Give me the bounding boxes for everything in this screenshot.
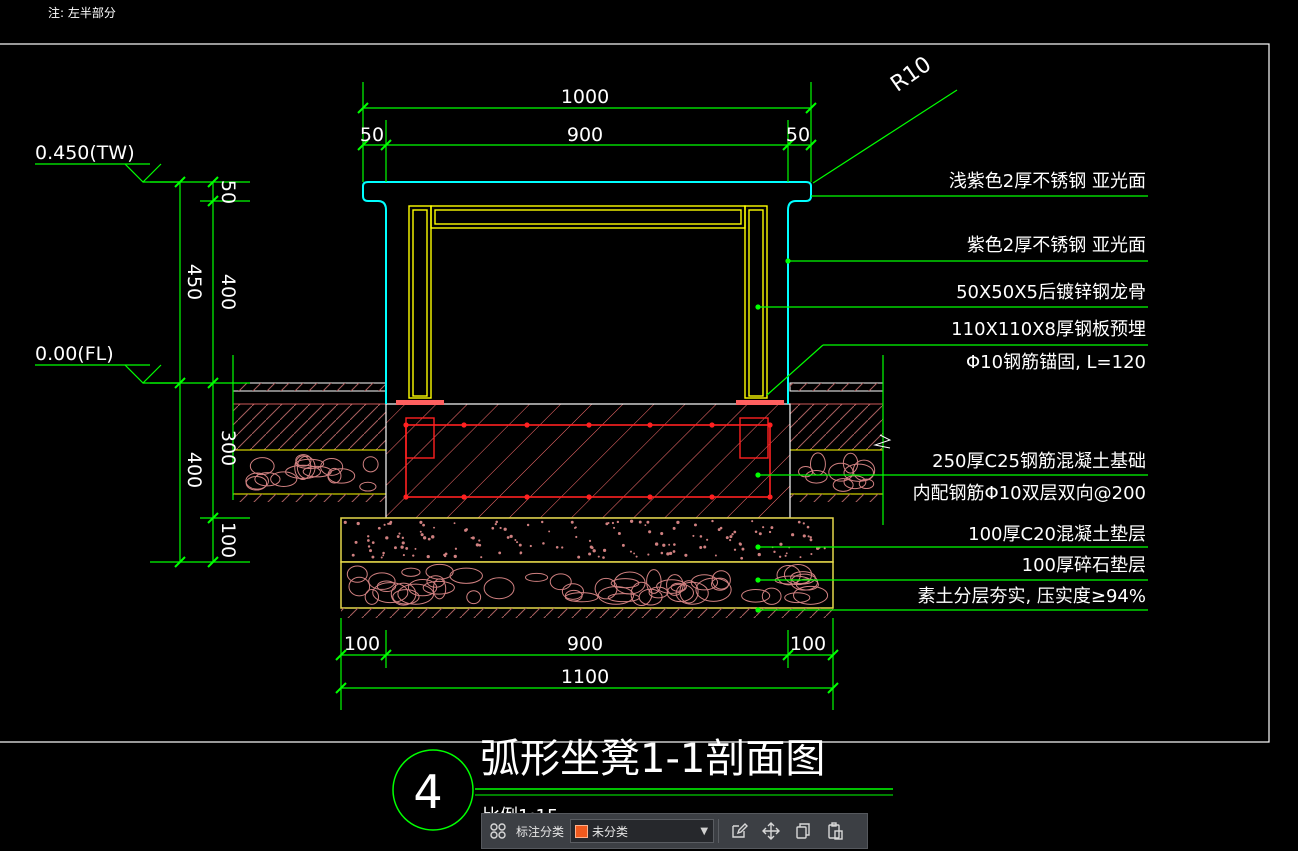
callout-soil: 素土分层夯实, 压实度≥94%	[917, 586, 1146, 607]
copy-icon[interactable]	[787, 814, 819, 848]
paste-icon[interactable]	[819, 814, 851, 848]
toolbar-divider	[718, 819, 720, 843]
embed-plates	[396, 400, 784, 405]
annotation-toolbar: 标注分类 未分类 ▼	[481, 813, 868, 849]
category-color-swatch	[575, 824, 589, 838]
gravel-stones	[346, 563, 829, 607]
dim-left-mid: 400	[217, 274, 239, 310]
category-selected: 未分类	[592, 824, 629, 839]
dim-top-left: 50	[360, 124, 384, 146]
dim-top-total: 1000	[561, 86, 609, 108]
callout-footing: 250厚C25钢筋混凝土基础	[932, 451, 1146, 472]
title-text: 弧形坐凳1-1剖面图	[480, 736, 825, 782]
dim-left-300: 300	[217, 430, 239, 466]
callout-purple-steel: 紫色2厚不锈钢 亚光面	[967, 235, 1146, 256]
toolbar-label: 标注分类	[516, 824, 565, 839]
dim-bot-total: 1100	[561, 666, 609, 688]
grid-icon[interactable]	[482, 814, 514, 848]
rebar-cage	[403, 417, 773, 500]
title-number: 4	[413, 765, 442, 819]
callout-steel-keel: 50X50X5后镀锌钢龙骨	[956, 282, 1146, 303]
gravel-left	[245, 454, 379, 492]
callout-embed-plate: 110X110X8厚钢板预埋	[951, 319, 1146, 340]
edit-icon[interactable]	[723, 814, 755, 848]
dim-bot-left: 100	[344, 633, 380, 655]
callout-light-purple-steel: 浅紫色2厚不锈钢 亚光面	[949, 171, 1146, 192]
callout-gravel-base: 100厚碎石垫层	[1022, 555, 1146, 576]
category-select[interactable]: 未分类 ▼	[570, 819, 715, 843]
pavement-right	[789, 382, 884, 502]
gravel-right	[798, 452, 876, 492]
level-tw-marker	[35, 163, 180, 183]
level-tw: 0.450(TW)	[35, 142, 135, 164]
drawing-frame	[0, 43, 1270, 743]
steel-frame	[408, 205, 768, 399]
dim-bot-right: 100	[790, 633, 826, 655]
dim-left-total-upper: 450	[183, 264, 205, 300]
dim-bot-mid: 900	[567, 633, 603, 655]
dim-left-top: 50	[217, 180, 239, 204]
title-circle	[392, 749, 474, 831]
chevron-down-icon: ▼	[700, 825, 709, 837]
dim-top-mid: 900	[567, 124, 603, 146]
leader-lines	[755, 89, 1148, 613]
note-text: 注: 左半部分	[48, 6, 116, 20]
dim-left-100: 100	[217, 522, 239, 558]
callout-footing-rebar: 内配钢筋Φ10双层双向@200	[913, 483, 1146, 504]
callout-anchor-bar: Φ10钢筋锚固, L=120	[966, 352, 1146, 373]
level-fl: 0.00(FL)	[35, 343, 114, 365]
callout-concrete-base: 100厚C20混凝土垫层	[968, 524, 1146, 545]
dim-top-right: 50	[786, 124, 810, 146]
pavement-left	[232, 382, 387, 502]
break-line	[873, 434, 892, 449]
level-fl-marker	[35, 364, 180, 384]
soil-base	[341, 608, 833, 618]
seat-shell	[362, 181, 812, 404]
concrete-dots	[343, 519, 826, 560]
dim-left-total-lower: 400	[183, 452, 205, 488]
dim-radius: R10	[886, 52, 936, 97]
footing	[385, 403, 791, 519]
move-icon[interactable]	[755, 814, 787, 848]
